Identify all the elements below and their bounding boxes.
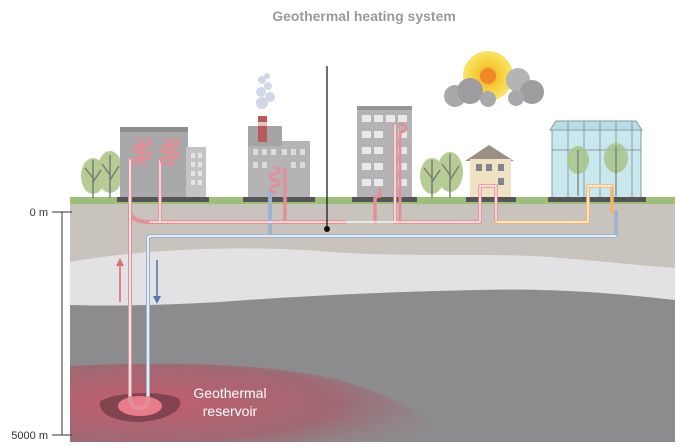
reservoir-loop [128,396,150,411]
depth-scale: 0 m 5000 m [11,207,72,442]
factory-building [243,116,315,202]
house-building [465,145,516,202]
reservoir-label-line2: reservoir [203,403,258,419]
light-rock-layer [70,248,675,306]
reservoir-zone [70,363,455,442]
heat-exchanger-coils [132,122,408,222]
cloud-icon [444,68,544,107]
pipe-network [128,122,618,411]
depth-top-label: 0 m [30,207,48,219]
reservoir-label-line1: Geothermal [193,385,266,401]
ground-layers [70,203,675,442]
pointer-line [324,66,330,232]
greenhouse-building [548,120,646,202]
diagram-title: Geothermal heating system [272,8,456,24]
up-flow-arrow [116,258,124,302]
tree-group-middle [420,152,463,198]
tree-group-left [81,151,123,198]
depth-bottom-label: 5000 m [11,430,48,442]
smoke-icon [256,73,275,109]
reservoir-glow [118,396,162,416]
down-flow-arrow [153,260,161,304]
apartment-building [352,106,417,202]
